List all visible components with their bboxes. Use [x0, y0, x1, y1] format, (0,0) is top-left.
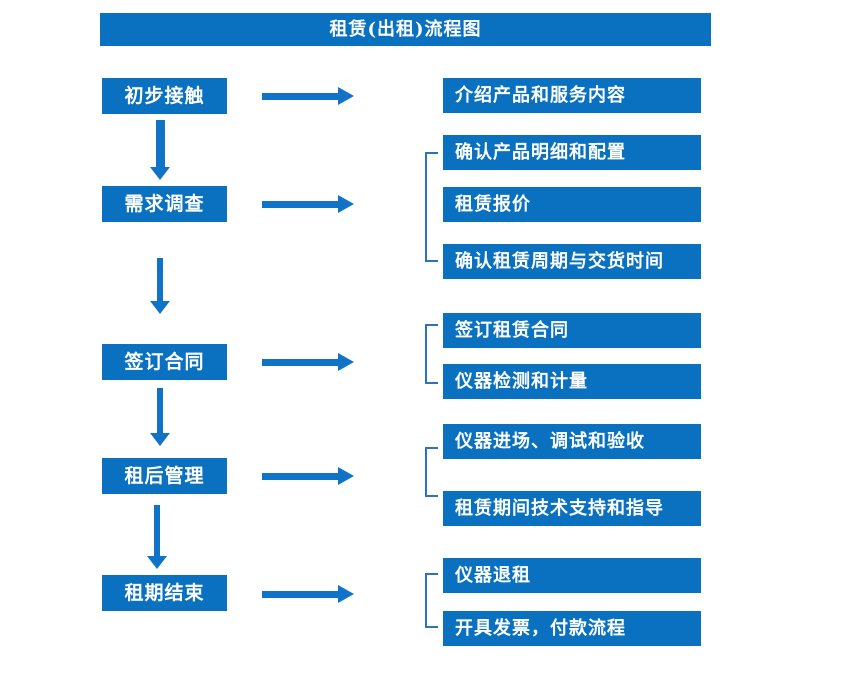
flowchart-title: 租赁(出租)流程图: [100, 13, 711, 46]
down-arrow-icon: [150, 258, 170, 314]
detail-box: 仪器进场、调试和验收: [443, 424, 701, 459]
detail-box: 租赁期间技术支持和指导: [443, 491, 701, 526]
step-box: 初步接触: [102, 78, 227, 114]
right-arrow-icon: [262, 195, 354, 213]
detail-box: 签订租赁合同: [443, 313, 701, 348]
down-arrow-icon: [150, 388, 170, 446]
detail-box: 仪器检测和计量: [443, 364, 701, 399]
detail-box: 确认租赁周期与交货时间: [443, 244, 701, 279]
group-bracket: [425, 324, 438, 384]
right-arrow-icon: [262, 467, 354, 485]
down-arrow-icon: [147, 505, 167, 569]
group-bracket: [425, 152, 438, 262]
step-box: 需求调查: [102, 186, 227, 222]
group-bracket: [425, 573, 438, 628]
right-arrow-icon: [262, 585, 354, 603]
right-arrow-icon: [262, 87, 354, 105]
detail-box: 租赁报价: [443, 187, 701, 222]
step-box: 租期结束: [102, 575, 227, 611]
step-box: 签订合同: [102, 344, 227, 380]
down-arrow-icon: [150, 120, 170, 180]
detail-box: 确认产品明细和配置: [443, 135, 701, 170]
detail-box: 开具发票，付款流程: [443, 611, 701, 646]
group-bracket: [425, 447, 438, 497]
right-arrow-icon: [262, 353, 354, 371]
detail-box: 仪器退租: [443, 558, 701, 593]
step-box: 租后管理: [102, 458, 227, 494]
detail-box: 介绍产品和服务内容: [443, 78, 701, 113]
